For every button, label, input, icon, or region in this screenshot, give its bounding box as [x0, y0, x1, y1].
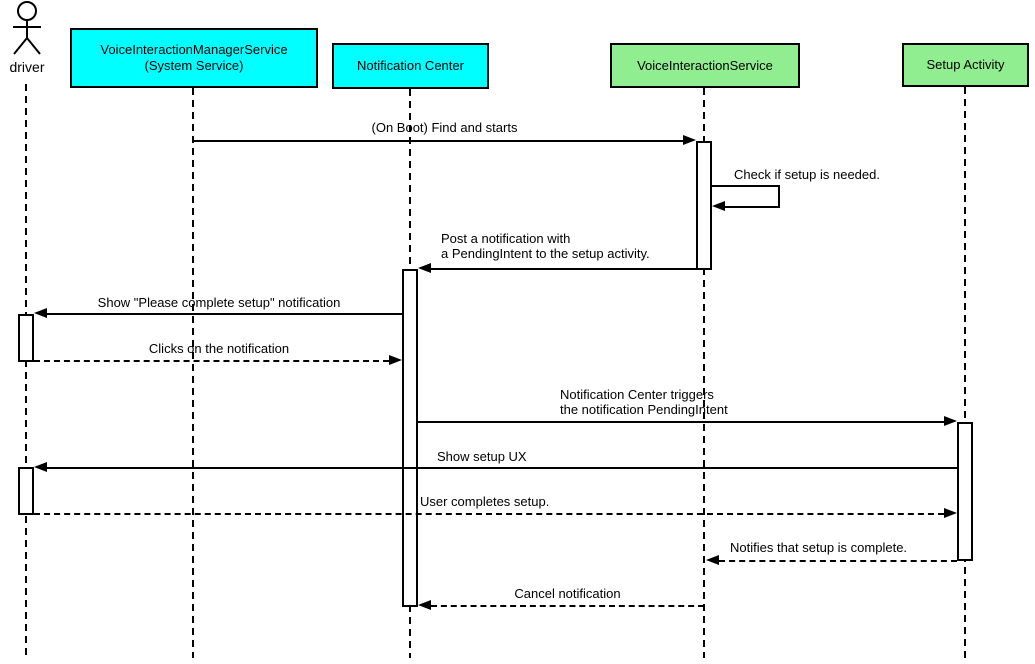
arrowhead-left-icon — [418, 263, 431, 273]
arrowhead-left-icon — [706, 555, 719, 565]
message-user-completes-line — [34, 513, 944, 515]
activation-bar-notification-center — [402, 269, 418, 607]
arrowhead-left-icon — [34, 462, 47, 472]
message-nc-triggers-line — [418, 421, 944, 423]
lifeline-voice-interaction-manager-service — [192, 88, 194, 658]
message-clicks-notification-label: Clicks on the notification — [148, 341, 290, 356]
message-on-boot-label: (On Boot) Find and starts — [371, 120, 518, 135]
message-check-setup-line-bottom — [725, 206, 780, 208]
participant-notification-center: Notification Center — [332, 43, 489, 89]
message-cancel-notification-line — [431, 605, 704, 607]
activation-bar-driver-2 — [18, 467, 34, 515]
lifeline-driver — [25, 84, 27, 658]
participant-setup-activity: Setup Activity — [902, 43, 1029, 87]
message-on-boot-line — [193, 140, 684, 142]
arrowhead-left-icon — [418, 600, 431, 610]
message-clicks-notification-line — [34, 360, 389, 362]
message-notifies-complete-line — [719, 560, 957, 562]
message-check-setup-label: Check if setup is needed. — [734, 167, 880, 182]
arrowhead-right-icon — [683, 135, 696, 145]
message-check-setup-line-right — [778, 185, 780, 208]
message-notifies-complete-label: Notifies that setup is complete. — [730, 540, 908, 555]
arrowhead-left-icon — [712, 201, 725, 211]
message-check-setup-line-top — [712, 185, 780, 187]
message-show-setup-ux-line — [47, 467, 957, 469]
message-user-completes-label: User completes setup. — [420, 494, 550, 509]
activation-bar-setup-activity — [957, 422, 973, 561]
arrowhead-left-icon — [34, 308, 47, 318]
activation-bar-driver-1 — [18, 314, 34, 362]
message-nc-triggers-label: Notification Center triggers the notific… — [560, 387, 728, 417]
arrowhead-right-icon — [944, 416, 957, 426]
message-post-notification-label: Post a notification with a PendingIntent… — [441, 231, 650, 261]
stick-figure-icon — [13, 1, 41, 55]
arrowhead-right-icon — [944, 508, 957, 518]
participant-voice-interaction-service: VoiceInteractionService — [610, 43, 800, 88]
actor-driver: driver — [0, 0, 54, 75]
message-post-notification-line — [431, 268, 696, 270]
message-show-setup-ux-label: Show setup UX — [437, 449, 527, 464]
lifeline-voice-interaction-service — [703, 88, 705, 658]
lifeline-setup-activity — [964, 87, 966, 658]
message-show-notification-label: Show "Please complete setup" notificatio… — [97, 295, 341, 310]
message-cancel-notification-label: Cancel notification — [514, 586, 621, 601]
activation-bar-voice-interaction-service — [696, 141, 712, 270]
arrowhead-right-icon — [389, 355, 402, 365]
message-show-notification-line — [47, 313, 402, 315]
participant-voice-interaction-manager-service: VoiceInteractionManagerService (System S… — [70, 28, 318, 88]
actor-label: driver — [9, 59, 45, 75]
